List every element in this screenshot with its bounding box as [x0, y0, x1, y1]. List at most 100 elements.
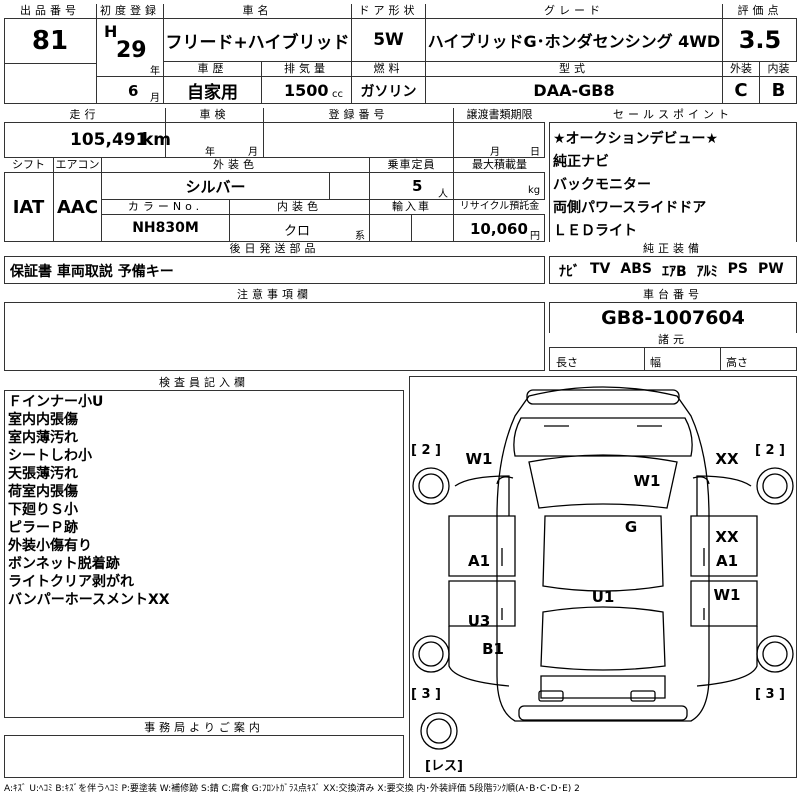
inspector-line: 荷室内張傷 — [8, 484, 78, 500]
interior-grade-label: 内装 — [760, 62, 797, 77]
spare-wheel — [420, 712, 458, 750]
interior-color-unit: 系 — [355, 231, 365, 242]
equipment-item: ﾅﾋﾞ — [559, 264, 580, 280]
color-number-value: NH830M — [102, 215, 230, 242]
import-cell-2 — [412, 215, 454, 242]
inspector-line: シートしわ小 — [8, 448, 92, 464]
equipment-list: ﾅﾋﾞ TV ABS ｴｱB ｱﾙﾐ PS PW — [559, 261, 784, 281]
inspection-label: 車検 — [166, 108, 264, 123]
capacity-unit: 人 — [438, 189, 448, 200]
displacement-cell — [262, 77, 352, 104]
grade-value: ハイブリッドG･ホンダセンシング 4WD — [426, 19, 723, 62]
notes-label: 注意事項欄 — [4, 288, 545, 303]
wheel-rear-left — [412, 635, 450, 673]
sales-point-item: 純正ナビ — [553, 154, 609, 170]
history-value: 自家用 — [164, 77, 262, 104]
tailgate — [540, 675, 666, 699]
shift-label: シフト — [4, 158, 54, 173]
inspector-line: 室内内張傷 — [8, 412, 78, 428]
tire-label: [ 2 ] — [411, 443, 441, 458]
rear-window — [540, 606, 666, 671]
door-type-label: ドア形状 — [352, 4, 426, 19]
transfer-deadline-label: 譲渡書類期限 — [454, 108, 545, 123]
damage-mark: W1 — [466, 450, 493, 468]
interior-color-value: クロ — [284, 224, 311, 239]
damage-mark: XX — [715, 528, 739, 546]
later-parts-label: 後日発送部品 — [4, 242, 545, 257]
damage-mark: W1 — [634, 472, 661, 490]
mirrors — [496, 476, 710, 485]
model-value: DAA-GB8 — [426, 77, 723, 104]
dims-row-divider-1 — [644, 348, 645, 371]
displacement-label: 排気量 — [262, 62, 352, 77]
mileage-label: 走行 — [4, 108, 166, 123]
sales-point-item: 両側パワースライドドア — [553, 200, 707, 216]
interior-color-label: 内装色 — [230, 200, 370, 215]
mileage-value: 105,491 — [70, 130, 148, 150]
lot-number-value: 81 — [4, 19, 97, 63]
rear-bumper — [518, 705, 688, 721]
registration-year-unit: 年 — [150, 66, 160, 77]
inspector-line: 下廻りＳ小 — [8, 502, 78, 518]
inspection-month-unit: 月 — [248, 147, 258, 158]
damage-mark: XX — [715, 450, 739, 468]
damage-mark: A1 — [468, 552, 490, 570]
transfer-month-unit: 月 — [490, 147, 500, 158]
tire-label: [ 3 ] — [755, 687, 785, 702]
left-rear-door — [448, 580, 516, 627]
front-bumper — [526, 389, 680, 405]
interior-color-cell — [230, 215, 370, 242]
tire-label: [ 3 ] — [411, 687, 441, 702]
first-registration-label: 初度登録 — [97, 4, 164, 19]
model-label: 型式 — [426, 62, 723, 77]
inspector-line: ボンネット脱着跡 — [8, 556, 120, 572]
exterior-color-value: シルバー — [102, 173, 330, 200]
inspector-line: 外装小傷有り — [8, 538, 92, 554]
hood — [513, 417, 693, 457]
import-cell — [370, 215, 412, 242]
mileage-unit: km — [142, 130, 172, 150]
car-body-outline — [496, 386, 710, 722]
lot-number-label: 出品番号 — [4, 4, 97, 19]
mileage-cell — [4, 123, 166, 158]
car-diagram: W1 XX W1 G A1 XX A1 U1 W1 U3 B1 [ 2 ] [ … — [411, 386, 794, 774]
sales-point-item: バックモニター — [553, 177, 651, 193]
inspector-line: 天張薄汚れ — [8, 466, 78, 482]
registration-divider — [97, 76, 164, 77]
fuel-value: ガソリン — [352, 77, 426, 104]
shift-value: IAT — [4, 173, 54, 242]
dims-label: 諸元 — [549, 333, 797, 348]
fuel-label: 燃料 — [352, 62, 426, 77]
inspection-year-unit: 年 — [205, 147, 215, 158]
inspector-section — [4, 376, 404, 718]
inspector-notes: Ｆインナー小U 室内内張傷 室内薄汚れ シートしわ小 天張薄汚れ 荷室内張傷 下… — [8, 393, 170, 609]
sales-point-list: ★オークションデビュー★ 純正ナビ バックモニター 両側パワースライドドア ＬＥ… — [553, 128, 718, 243]
car-diagram-section — [409, 376, 797, 778]
inspector-line: Ｆインナー小U — [8, 394, 104, 410]
damage-mark: U1 — [592, 588, 615, 606]
wheel-rear-right — [756, 635, 794, 673]
exterior-color-label: 外装色 — [102, 158, 370, 173]
sales-point-label: セールスポイント — [549, 108, 797, 123]
score-value: 3.5 — [723, 19, 797, 62]
color-number-label: カラーNo. — [102, 200, 230, 215]
exterior-color-extra — [330, 173, 370, 200]
import-label: 輸入車 — [370, 200, 454, 215]
grade-label: グレード — [426, 4, 723, 19]
capacity-cell — [370, 173, 454, 200]
equipment-item: ｴｱB — [661, 264, 687, 280]
sales-point-item: ★オークションデビュー★ — [553, 131, 719, 147]
registration-number-cell — [264, 123, 454, 158]
registration-month-unit: 月 — [150, 93, 160, 104]
tire-label: [ 2 ] — [755, 443, 785, 458]
equipment-item: TV — [590, 261, 611, 277]
equipment-label: 純正装備 — [549, 242, 797, 257]
history-label: 車歴 — [164, 62, 262, 77]
left-front-door — [448, 515, 516, 577]
header-section — [4, 4, 797, 104]
inspector-line: バンパーホースメントXX — [8, 592, 170, 608]
registration-month: 6 — [128, 82, 139, 100]
office-label: 事務局よりご案内 — [4, 721, 404, 736]
recycle-value: 10,060 — [470, 220, 528, 238]
capacity-label: 乗車定員 — [370, 158, 454, 173]
